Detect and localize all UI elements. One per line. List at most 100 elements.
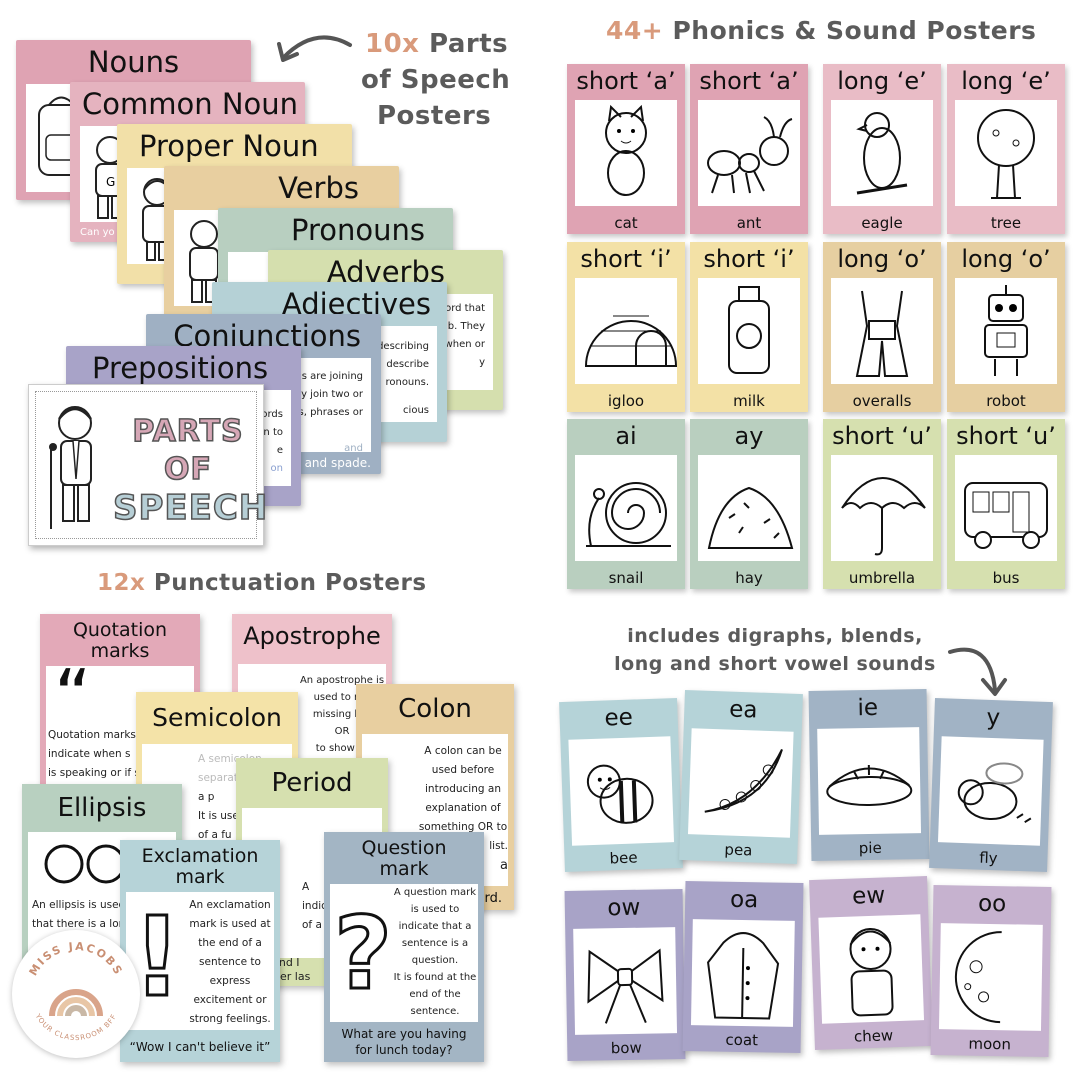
- poster-word: pie: [858, 838, 882, 858]
- poster-overalls: long ‘o’overalls: [823, 242, 941, 412]
- poster-word: robot: [986, 392, 1026, 410]
- poster-word: bus: [992, 569, 1020, 587]
- poster-picture: [568, 736, 675, 846]
- poster-text-line: is speaking or if s: [48, 767, 140, 779]
- umbrella-icon: [841, 477, 926, 556]
- poster-picture: [575, 278, 678, 384]
- pie-icon: [826, 764, 913, 807]
- snippet-line: ons are joining: [289, 371, 363, 382]
- poster-picture: [818, 914, 925, 1024]
- snippet-line: s, phrases or: [298, 407, 363, 418]
- poster-label: ie: [857, 694, 879, 722]
- eagle-icon: [856, 112, 908, 195]
- punct-heading-count: 12x: [97, 570, 146, 596]
- parts-of-speech-cover: PARTS OF SPEECH: [28, 384, 268, 546]
- poster-title-line2: mark: [379, 858, 429, 880]
- poster-label: ew: [851, 882, 886, 910]
- snippet-line: when or: [444, 339, 485, 350]
- poster-word: milk: [733, 392, 765, 410]
- poster-word: pea: [724, 840, 753, 860]
- poster-eagle: long ‘e’eagle: [823, 64, 941, 234]
- poster-label: long ‘e’: [961, 67, 1051, 95]
- poster-text: A colon can be used before introducing a…: [418, 742, 508, 875]
- poster-word: bee: [609, 848, 638, 868]
- arrow-icon: [277, 35, 352, 62]
- poster-picture: [698, 455, 800, 561]
- snippet-line: cious: [403, 405, 429, 416]
- poster-example-line: What are you having: [341, 1027, 467, 1041]
- poster-cat: short ‘a’cat: [567, 64, 685, 234]
- phonics-heading: 44+ Phonics & Sound Posters: [606, 16, 1036, 45]
- svg-text:G: G: [106, 175, 115, 189]
- brand-logo: MISS JACOBS YOUR CLASSROOM BFF: [12, 930, 140, 1058]
- question-glyph: ?: [332, 894, 393, 1014]
- cover-title-line1: PARTS OF: [132, 413, 244, 488]
- poster-example-line: for lunch today?: [355, 1043, 453, 1057]
- poster-igloo: short ‘i’igloo: [567, 242, 685, 412]
- arrow-icon: [948, 647, 1007, 696]
- punct-heading: 12x Punctuation Posters: [97, 570, 427, 596]
- robot-icon: [984, 285, 1028, 376]
- poster-text-line: a p: [198, 791, 215, 803]
- poster-label: long ‘o’: [837, 245, 927, 273]
- phonics-heading-text: Phonics & Sound Posters: [672, 16, 1037, 45]
- poster-text-line: A: [302, 881, 310, 893]
- singing-boy-icon: [49, 406, 92, 529]
- svg-text:YOUR CLASSROOM BFF: YOUR CLASSROOM BFF: [33, 1012, 118, 1042]
- poster-title-line2: marks: [90, 640, 150, 662]
- poster-picture: [690, 919, 795, 1027]
- snippet-line: y join two or: [301, 389, 363, 400]
- poster-text-line: sentence.: [410, 1006, 460, 1017]
- snippet-line: ords: [261, 409, 283, 420]
- poster-title: Colon: [398, 694, 472, 724]
- poster-word: moon: [968, 1034, 1012, 1054]
- poster-word: coat: [725, 1030, 759, 1050]
- kid-watering-icon: [189, 220, 219, 303]
- poster-body: ! An exclamation mark is used at the end…: [126, 892, 274, 1030]
- poster-text-line: mark is used at: [189, 918, 271, 930]
- poster-footer: rd.: [484, 891, 502, 906]
- snippet-line: y: [479, 357, 485, 368]
- poster-text-line: sentence is a: [401, 938, 469, 949]
- poster-word: eagle: [861, 214, 903, 232]
- poster-picture: [817, 727, 922, 835]
- poster-text-line: indicate that a: [398, 921, 472, 932]
- poster-robot: long ‘o’robot: [947, 242, 1065, 412]
- cat-icon: [605, 104, 647, 196]
- punct-heading-text: Punctuation Posters: [153, 570, 427, 596]
- poster-text-line: introducing an: [425, 783, 501, 795]
- vowels-heading: includes digraphs, blends, long and shor…: [600, 622, 950, 678]
- poster-label: short ‘a’: [576, 67, 676, 95]
- poster-text-line: question.: [411, 955, 459, 966]
- poster-title: Proper Noun: [139, 129, 319, 163]
- poster-title-line2: mark: [175, 866, 225, 888]
- poster-title-line1: Quotation: [72, 619, 168, 641]
- poster-picture: [831, 455, 933, 561]
- tree-icon: [977, 109, 1035, 199]
- coat-icon: [707, 932, 780, 1020]
- snippet-line: describe: [386, 359, 429, 370]
- snippet-line: b. They: [447, 321, 485, 332]
- pos-heading-line1: Parts: [429, 29, 509, 59]
- poster-title: Common Noun: [82, 87, 299, 121]
- poster-text-line: to show th: [315, 743, 369, 754]
- poster-text-line: A colon can be: [424, 745, 502, 757]
- poster-label: short ‘u’: [956, 422, 1056, 450]
- poster-word: fly: [978, 848, 998, 868]
- bus-icon: [964, 482, 1048, 549]
- poster-text-line: the end of a: [198, 937, 262, 949]
- poster-word: umbrella: [848, 569, 916, 587]
- igloo-icon: [584, 315, 678, 367]
- pea-icon: [704, 748, 783, 813]
- pos-heading-count: 10x: [365, 29, 420, 59]
- poster-title: Exclamation mark: [120, 840, 280, 888]
- poster-picture: [955, 100, 1057, 206]
- snippet-line: un to: [257, 427, 283, 438]
- poster-picture: [831, 100, 933, 206]
- poster-picture: [698, 100, 800, 206]
- poster-text-line: indicate when s: [48, 748, 131, 760]
- poster-text-line: used before: [431, 764, 495, 776]
